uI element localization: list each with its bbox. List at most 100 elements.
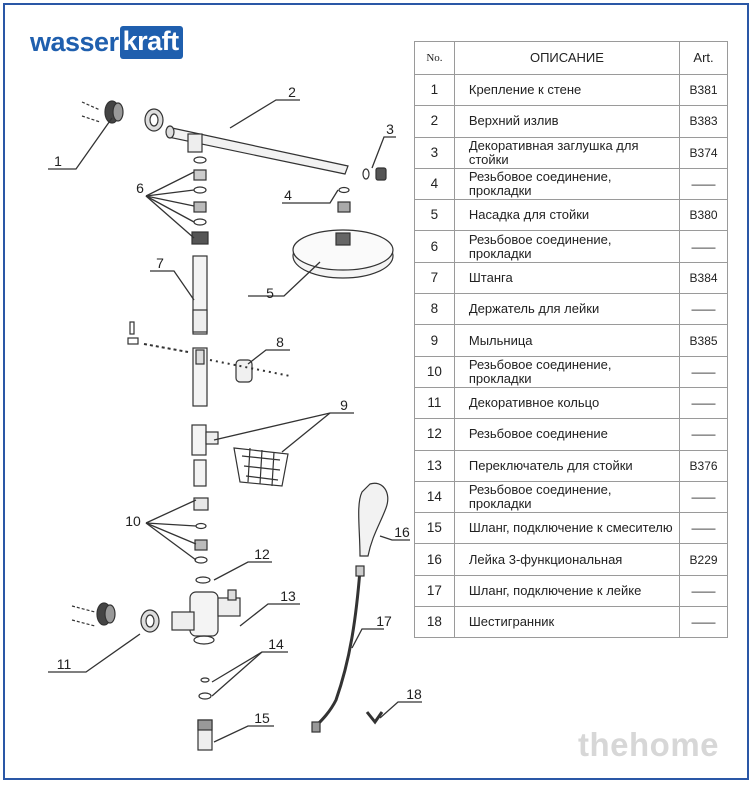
row-number: 1 xyxy=(414,73,455,107)
callout-7: 7 xyxy=(156,255,164,271)
row-article: —— xyxy=(679,480,728,514)
row-number: 10 xyxy=(414,355,455,388)
row-description: Верхний излив xyxy=(453,105,681,138)
callout-12: 12 xyxy=(254,546,270,562)
row-description: Резьбовое соединение, прокладки xyxy=(453,480,681,514)
part-fittings-10 xyxy=(193,459,209,564)
row-description: Переключатель для стойки xyxy=(453,449,681,482)
row-description: Шестигранник xyxy=(453,606,681,639)
row-description: Шланг, подключение к смесителю xyxy=(453,512,681,545)
logo-text-kraft: kraft xyxy=(119,25,183,59)
part-holder xyxy=(127,321,291,383)
callout-18: 18 xyxy=(406,686,422,702)
part-shower-head xyxy=(292,229,394,279)
row-number: 15 xyxy=(414,512,455,545)
row-number: 12 xyxy=(414,418,455,451)
row-description: Резьбовое соединение, прокладки xyxy=(453,167,681,201)
callout-15: 15 xyxy=(254,710,270,726)
logo-text-wasser: wasser xyxy=(30,26,119,57)
part-diverter xyxy=(171,576,241,645)
row-description: Мыльница xyxy=(453,324,681,357)
row-number: 18 xyxy=(414,606,455,639)
callout-4: 4 xyxy=(284,187,292,203)
callout-16: 16 xyxy=(394,524,410,540)
row-article: —— xyxy=(679,386,728,420)
row-number: 3 xyxy=(414,136,455,169)
callout-14: 14 xyxy=(268,636,284,652)
callout-1: 1 xyxy=(54,153,62,169)
header-art: Art. xyxy=(679,41,728,75)
callout-11: 11 xyxy=(57,656,72,672)
part-wall-mount-bottom xyxy=(71,602,160,633)
callout-10: 10 xyxy=(125,513,141,529)
row-article: B380 xyxy=(679,199,728,232)
row-article: B376 xyxy=(679,449,728,482)
row-number: 11 xyxy=(414,386,455,420)
row-description: Держатель для лейки xyxy=(453,293,681,326)
row-description: Лейка 3-функциональная xyxy=(453,543,681,576)
row-article: B385 xyxy=(679,324,728,357)
row-number: 8 xyxy=(414,293,455,326)
callout-8: 8 xyxy=(276,334,284,350)
row-description: Резьбовое соединение xyxy=(453,418,681,451)
row-description: Шланг, подключение к лейке xyxy=(453,574,681,608)
row-description: Насадка для стойки xyxy=(453,199,681,232)
row-description: Декоративное кольцо xyxy=(453,386,681,420)
part-hose xyxy=(311,565,365,733)
row-number: 14 xyxy=(414,480,455,514)
row-number: 16 xyxy=(414,543,455,576)
callout-6: 6 xyxy=(136,180,144,196)
row-number: 13 xyxy=(414,449,455,482)
row-description: Резьбовое соединение, прокладки xyxy=(453,355,681,388)
row-description: Декоративная заглушка для стойки xyxy=(453,136,681,169)
row-article: —— xyxy=(679,355,728,388)
callout-13: 13 xyxy=(280,588,296,604)
row-article: —— xyxy=(679,512,728,545)
part-bar xyxy=(192,255,208,407)
part-soap-basket xyxy=(191,424,289,487)
row-article: B229 xyxy=(679,543,728,576)
row-description: Штанга xyxy=(453,261,681,295)
callout-9: 9 xyxy=(340,397,348,413)
row-article: B383 xyxy=(679,105,728,138)
part-wall-mount-top xyxy=(81,100,164,132)
row-description: Крепление к стене xyxy=(453,73,681,107)
row-description: Резьбовое соединение, прокладки xyxy=(453,230,681,263)
part-cap xyxy=(362,167,387,181)
part-top-spout xyxy=(165,125,349,175)
table-header-row: No. ОПИСАНИЕ Art. xyxy=(414,41,728,75)
row-number: 17 xyxy=(414,574,455,608)
row-number: 9 xyxy=(414,324,455,357)
row-number: 6 xyxy=(414,230,455,263)
row-article: —— xyxy=(679,167,728,201)
part-connection-hose xyxy=(197,677,213,751)
row-article: B381 xyxy=(679,73,728,107)
row-article: —— xyxy=(679,230,728,263)
row-number: 4 xyxy=(414,167,455,201)
part-hex-key xyxy=(365,711,384,725)
row-number: 2 xyxy=(414,105,455,138)
row-article: —— xyxy=(679,293,728,326)
callout-17: 17 xyxy=(376,613,392,629)
part-fittings-4 xyxy=(337,186,351,213)
callout-2: 2 xyxy=(288,84,296,100)
row-article: —— xyxy=(679,418,728,451)
